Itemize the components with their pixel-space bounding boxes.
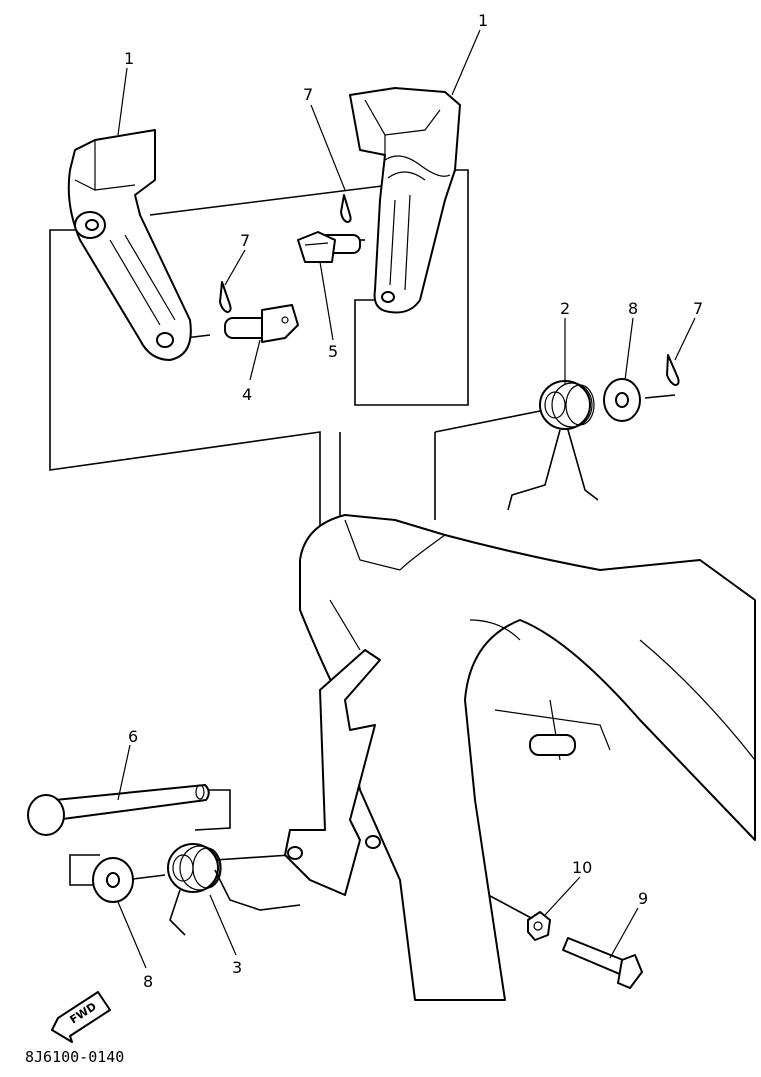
- callout-10: 10: [572, 858, 592, 877]
- cotter-pin-middle: [219, 281, 232, 313]
- cotter-pin-right: [666, 354, 680, 386]
- cotter-pin-top: [340, 194, 352, 223]
- washer-8-bottom: [92, 857, 134, 903]
- washer-8-top: [603, 378, 641, 422]
- torsion-spring-2: [507, 380, 599, 511]
- callout-5: 5: [328, 342, 338, 361]
- callout-7-middle: 7: [240, 231, 250, 250]
- callout-1-left: 1: [124, 49, 134, 68]
- callout-3: 3: [232, 958, 242, 977]
- pin-6: [27, 784, 210, 836]
- callout-leaders: [117, 29, 696, 969]
- bracket-right: [349, 87, 461, 314]
- callout-8-bottom: 8: [143, 972, 153, 991]
- pivot-bracket: [284, 649, 381, 896]
- callout-8-top: 8: [628, 299, 638, 318]
- clevis-pin-5: [297, 231, 361, 263]
- callout-7-right: 7: [693, 299, 703, 318]
- callout-4: 4: [242, 385, 252, 404]
- nut-10: [527, 911, 551, 941]
- callout-6: 6: [128, 727, 138, 746]
- callout-2: 2: [560, 299, 570, 318]
- callout-7-top: 7: [303, 85, 313, 104]
- callout-1-right: 1: [478, 11, 488, 30]
- diagram-code: 8J6100-0140: [25, 1048, 124, 1066]
- callout-9: 9: [638, 889, 648, 908]
- clevis-pin-4: [224, 304, 299, 343]
- fwd-arrow-icon: FWD: [51, 991, 111, 1043]
- torsion-spring-3: [167, 843, 301, 936]
- bolt-9: [562, 937, 643, 989]
- callout-labels: 1 1 7 7 7 2 8 4 5 6 10 9 3 8: [124, 11, 703, 991]
- bracket-left: [67, 129, 192, 361]
